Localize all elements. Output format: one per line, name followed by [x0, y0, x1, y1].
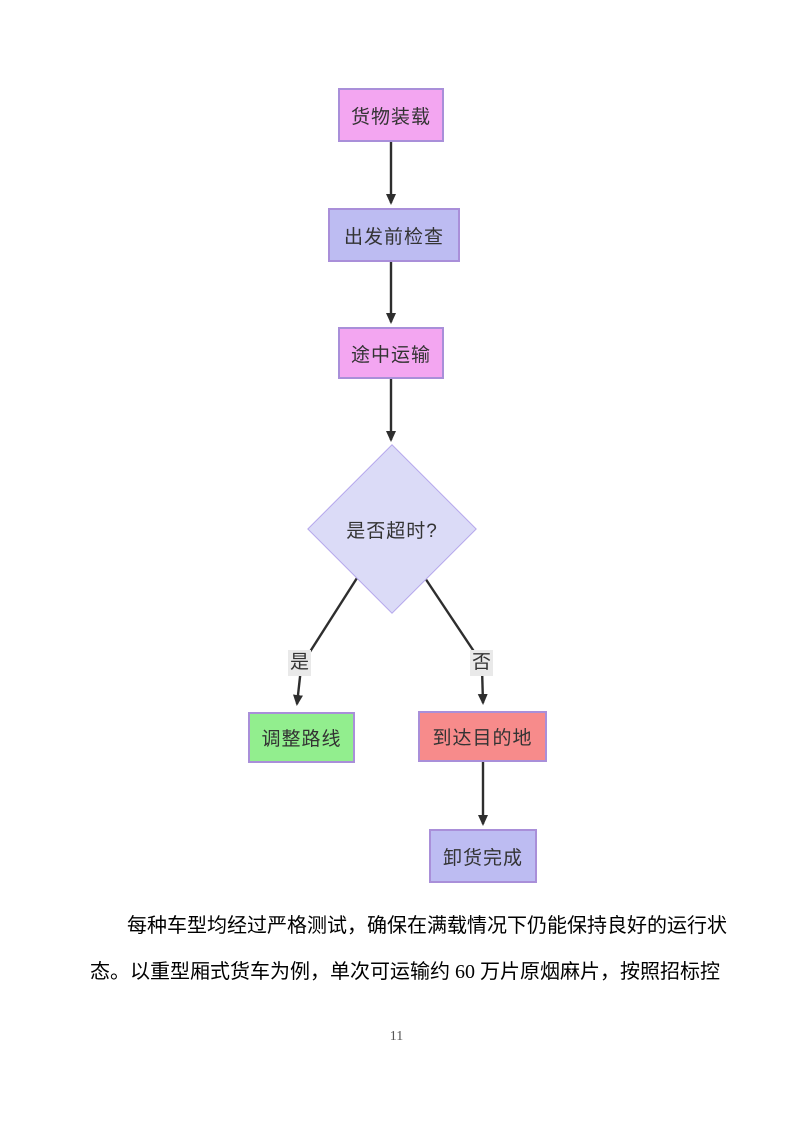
paragraph-line-2: 态。以重型厢式货车为例，单次可运输约 60 万片原烟麻片，按照招标控 [90, 961, 720, 983]
node-cargo-loading-label: 货物装载 [350, 106, 431, 128]
node-in-transit: 途中运输 [338, 327, 444, 379]
paragraph-line-1: 每种车型均经过严格测试，确保在满载情况下仍能保持良好的运行状 [127, 915, 727, 937]
node-decision-overtime: 是否超时? [307, 444, 477, 614]
page-number: 11 [389, 1029, 404, 1044]
node-unload-complete: 卸货完成 [429, 829, 537, 883]
node-adjust-route-label: 调整路线 [261, 729, 342, 750]
node-in-transit-label: 途中运输 [350, 344, 431, 366]
node-arrive-destination: 到达目的地 [418, 711, 547, 762]
body-paragraph: 每种车型均经过严格测试，确保在满载情况下仍能保持良好的运行状 态。以重型厢式货车… [90, 903, 727, 995]
node-predeparture-check: 出发前检查 [328, 208, 460, 262]
node-decision-overtime-label: 是否超时? [346, 520, 438, 542]
node-adjust-route: 调整路线 [248, 712, 355, 763]
edge-label-no: 否 [470, 650, 494, 676]
edge-label-yes: 是 [288, 650, 312, 676]
node-unload-complete-label: 卸货完成 [442, 847, 523, 869]
node-cargo-loading: 货物装载 [338, 88, 444, 142]
node-predeparture-check-label: 出发前检查 [343, 226, 444, 248]
node-arrive-destination-label: 到达目的地 [432, 728, 533, 749]
